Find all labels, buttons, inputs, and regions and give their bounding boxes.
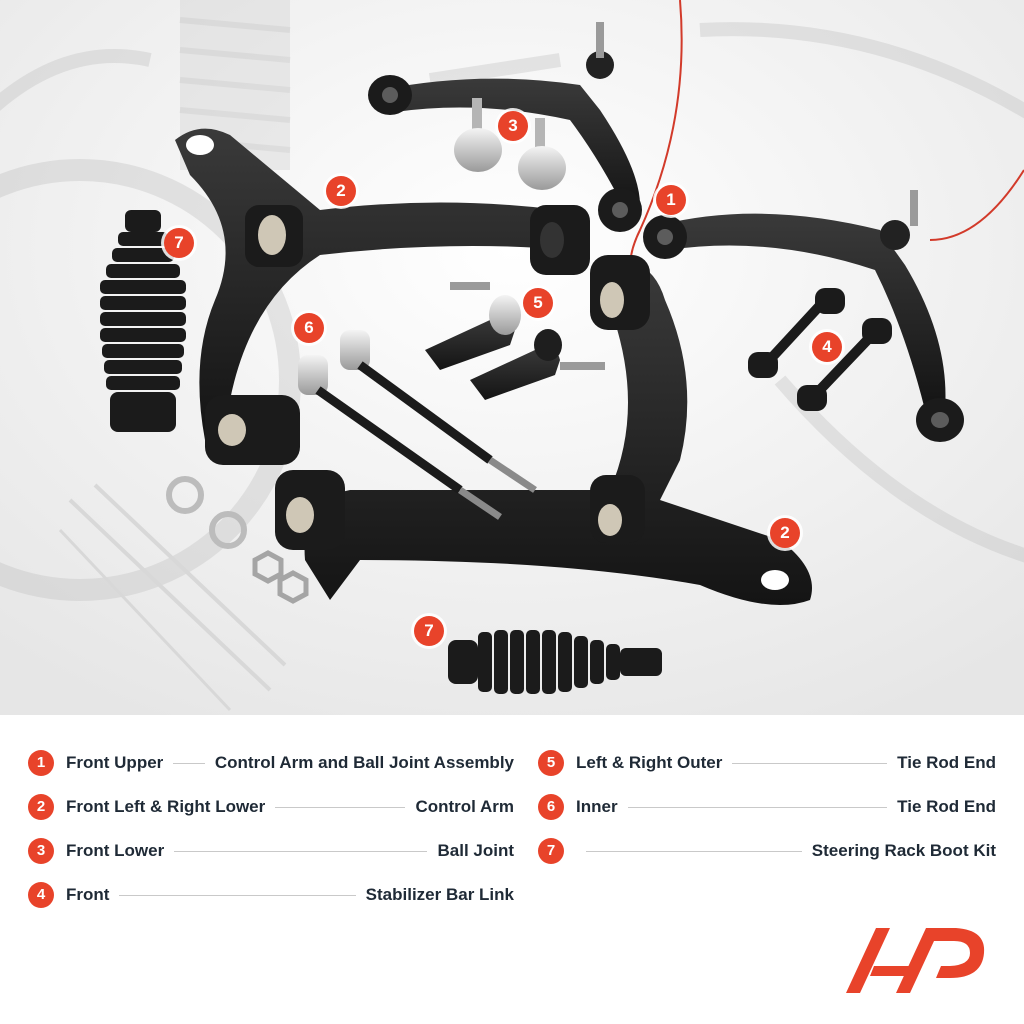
- legend-item-2: 2 Front Left & Right Lower Control Arm: [28, 792, 514, 822]
- legend-number: 3: [28, 838, 54, 864]
- legend-number: 6: [538, 794, 564, 820]
- legend-number: 2: [28, 794, 54, 820]
- legend-number: 4: [28, 882, 54, 908]
- callout-2-lower-arm-left: 2: [326, 176, 356, 206]
- lower-control-arm-right: [275, 255, 812, 605]
- legend-leader-line: [275, 806, 406, 808]
- legend-part-name: Ball Joint: [437, 841, 514, 860]
- legend-item-7: 7 Steering Rack Boot Kit: [538, 836, 996, 866]
- legend-leader-line: [119, 894, 356, 896]
- legend-leader-line: [174, 850, 428, 852]
- background-car-ghost: [0, 22, 1024, 601]
- legend-part-name: Tie Rod End: [897, 797, 996, 816]
- upper-control-arm-right: [643, 190, 964, 442]
- legend-item-1: 1 Front Upper Control Arm and Ball Joint…: [28, 748, 514, 778]
- outer-tie-rod-ends: [425, 282, 605, 400]
- legend-number: 5: [538, 750, 564, 776]
- stabilizer-links: [748, 288, 892, 411]
- callout-7-boot-vertical: 7: [164, 228, 194, 258]
- callout-5-outer-tie-rods: 5: [523, 288, 553, 318]
- legend-item-4: 4 Front Stabilizer Bar Link: [28, 880, 514, 910]
- steering-boot-horizontal: [448, 630, 662, 694]
- legend-position: Front Lower: [66, 841, 165, 860]
- legend-position: Inner: [576, 797, 618, 816]
- legend-item-6: 6 Inner Tie Rod End: [538, 792, 996, 822]
- legend-item-3: 3 Front Lower Ball Joint: [28, 836, 514, 866]
- steering-boot-vertical: [100, 210, 186, 432]
- callout-6-inner-tie-rods: 6: [294, 313, 324, 343]
- parts-illustration: [0, 0, 1024, 715]
- legend-number: 7: [538, 838, 564, 864]
- ball-joints: [454, 98, 566, 190]
- legend-position: Left & Right Outer: [576, 753, 723, 772]
- legend-position: Front Left & Right Lower: [66, 797, 266, 816]
- legend-leader-line: [586, 850, 802, 852]
- legend-leader-line: [173, 762, 205, 764]
- legend-part-name: Tie Rod End: [897, 753, 996, 772]
- lower-control-arm-left: [175, 128, 590, 465]
- legend-position: Front Upper: [66, 753, 164, 772]
- legend-position: Front: [66, 885, 110, 904]
- inner-tie-rod-ends: [298, 330, 537, 520]
- upper-control-arm-left: [368, 22, 642, 232]
- callout-7-boot-horizontal: 7: [414, 616, 444, 646]
- parts-legend: 1 Front Upper Control Arm and Ball Joint…: [0, 740, 1024, 920]
- legend-number: 1: [28, 750, 54, 776]
- legend-part-name: Control Arm: [415, 797, 514, 816]
- callout-1-upper-arm: 1: [656, 185, 686, 215]
- legend-part-name: Control Arm and Ball Joint Assembly: [214, 753, 514, 772]
- legend-part-name: Steering Rack Boot Kit: [811, 841, 996, 860]
- parts-photo: 1 2 2 3 4 5 6 7 7: [0, 0, 1024, 715]
- hardware-kit: [58, 476, 309, 712]
- legend-item-5: 5 Left & Right Outer Tie Rod End: [538, 748, 996, 778]
- brand-logo: [846, 928, 985, 993]
- callout-3-ball-joints: 3: [498, 111, 528, 141]
- legend-leader-line: [732, 762, 888, 764]
- callout-4-stabilizer-links: 4: [812, 332, 842, 362]
- legend-part-name: Stabilizer Bar Link: [365, 885, 514, 904]
- legend-leader-line: [627, 806, 888, 808]
- callout-2-lower-arm-right: 2: [770, 518, 800, 548]
